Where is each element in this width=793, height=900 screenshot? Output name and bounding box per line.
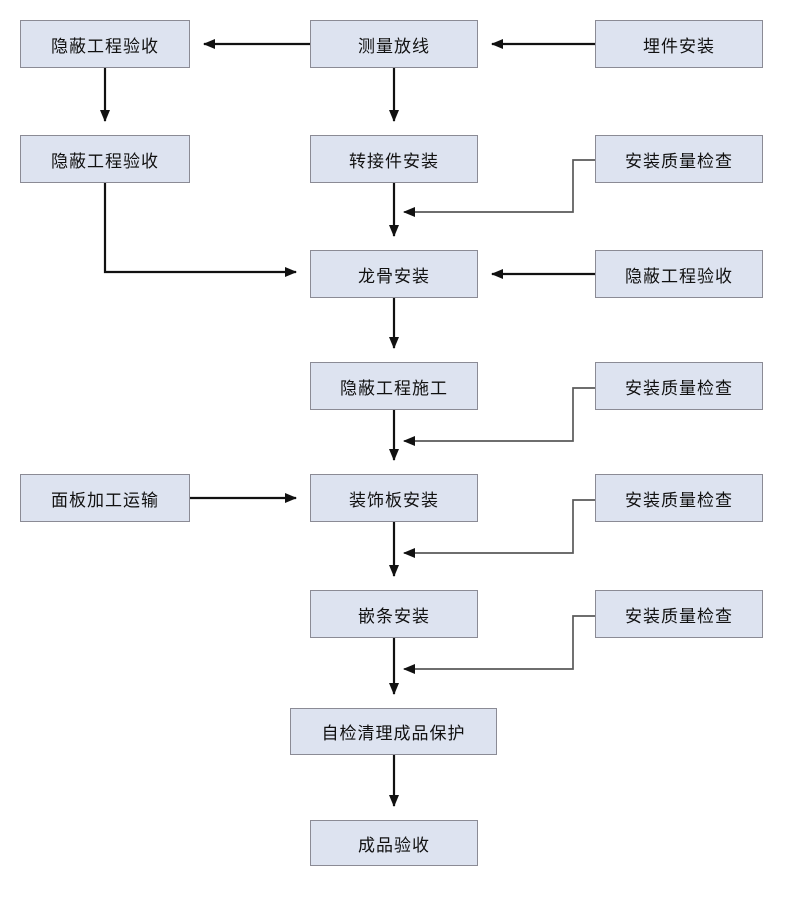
- node-quality-inspection-2[interactable]: 安装质量检查: [595, 362, 763, 410]
- node-label: 测量放线: [358, 36, 430, 56]
- node-label: 成品验收: [358, 835, 430, 855]
- node-final-acceptance[interactable]: 成品验收: [310, 820, 478, 866]
- node-label: 转接件安装: [349, 151, 439, 171]
- node-label: 隐蔽工程施工: [340, 378, 448, 398]
- node-survey-setting-out[interactable]: 测量放线: [310, 20, 478, 68]
- edge-n6-spine: [403, 159, 595, 217]
- node-label: 隐蔽工程验收: [51, 151, 159, 171]
- node-hidden-works-acceptance-1[interactable]: 隐蔽工程验收: [20, 20, 190, 68]
- node-label: 隐蔽工程验收: [51, 36, 159, 56]
- node-insert-strip-installation[interactable]: 嵌条安装: [310, 590, 478, 638]
- node-label: 安装质量检查: [625, 151, 733, 171]
- node-quality-inspection-1[interactable]: 安装质量检查: [595, 135, 763, 183]
- node-label: 埋件安装: [643, 36, 715, 56]
- node-label: 自检清理成品保护: [321, 724, 466, 743]
- node-panel-fabrication-transport[interactable]: 面板加工运输: [20, 474, 190, 522]
- node-hidden-works-acceptance-2[interactable]: 隐蔽工程验收: [20, 135, 190, 183]
- edge-n4-n7: [103, 183, 297, 277]
- edge-n15-spine: [403, 615, 595, 674]
- node-label: 装饰板安装: [349, 490, 439, 510]
- node-label: 嵌条安装: [358, 606, 430, 626]
- node-label: 龙骨安装: [358, 266, 430, 286]
- edge-n13-spine: [403, 499, 595, 558]
- node-self-check-cleaning-protection[interactable]: 自检清理成品保护: [290, 708, 497, 755]
- node-label: 安装质量检查: [625, 606, 733, 626]
- node-label: 面板加工运输: [51, 490, 159, 510]
- node-hidden-works-acceptance-3[interactable]: 隐蔽工程验收: [595, 250, 763, 298]
- node-quality-inspection-4[interactable]: 安装质量检查: [595, 590, 763, 638]
- node-decorative-panel-installation[interactable]: 装饰板安装: [310, 474, 478, 522]
- node-label: 安装质量检查: [625, 490, 733, 510]
- node-label: 安装质量检查: [625, 378, 733, 398]
- node-keel-installation[interactable]: 龙骨安装: [310, 250, 478, 298]
- node-embedded-part-installation[interactable]: 埋件安装: [595, 20, 763, 68]
- node-hidden-works-construction[interactable]: 隐蔽工程施工: [310, 362, 478, 410]
- node-label: 隐蔽工程验收: [625, 266, 733, 286]
- edge-n10-spine: [403, 387, 595, 446]
- node-adapter-installation[interactable]: 转接件安装: [310, 135, 478, 183]
- node-quality-inspection-3[interactable]: 安装质量检查: [595, 474, 763, 522]
